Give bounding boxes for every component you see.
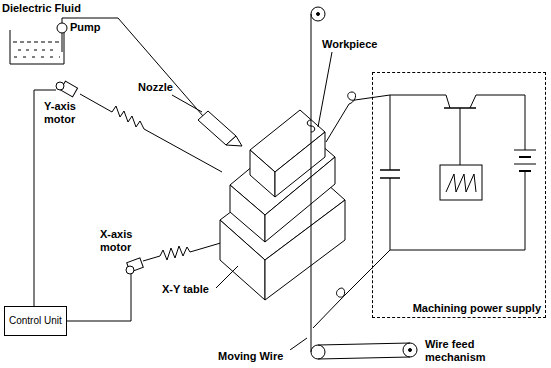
circuit-wire bbox=[390, 95, 391, 170]
leader-line bbox=[216, 266, 238, 288]
part-label: Nozzle bbox=[138, 81, 198, 94]
nozzle-tip bbox=[226, 136, 242, 146]
circuit-wire bbox=[390, 171, 525, 250]
nozzle-symbol bbox=[198, 111, 236, 145]
capacitor-symbol bbox=[380, 169, 400, 171]
circuit-wire bbox=[390, 178, 391, 250]
part-label: Dielectric Fluid bbox=[2, 2, 112, 15]
moving-wire bbox=[311, 14, 312, 352]
fluid-surface bbox=[13, 42, 61, 43]
fluid-tank bbox=[10, 30, 64, 64]
battery-symbol bbox=[514, 150, 536, 151]
part-label: Workpiece bbox=[322, 38, 402, 51]
pulley bbox=[403, 343, 417, 357]
workpiece-block bbox=[250, 150, 275, 197]
pulley bbox=[311, 7, 325, 21]
workpiece-lead bbox=[326, 92, 390, 142]
node-label: Control Unit bbox=[9, 315, 62, 327]
motor-symbol bbox=[126, 266, 134, 274]
suction-pipe bbox=[62, 33, 63, 52]
part-label: Y-axis motor bbox=[44, 100, 86, 126]
pump-symbol bbox=[57, 23, 67, 33]
fluid-pipe bbox=[62, 18, 203, 116]
pulley bbox=[311, 345, 325, 359]
battery-symbol bbox=[519, 156, 531, 158]
pulley bbox=[317, 13, 320, 16]
part-label: X-axis motor bbox=[100, 228, 142, 254]
part-label: X-Y table bbox=[162, 283, 222, 296]
leader-line bbox=[290, 338, 307, 350]
table-block bbox=[230, 185, 265, 242]
part-label: Moving Wire bbox=[218, 350, 294, 363]
part-label: Wire feed mechanism bbox=[425, 338, 507, 364]
circuit-wire bbox=[460, 108, 461, 165]
power-supply-region: Machining power supply bbox=[372, 72, 546, 318]
pulse-generator bbox=[440, 165, 482, 200]
battery-symbol bbox=[514, 164, 536, 165]
wire-hook bbox=[307, 120, 315, 132]
node-label: Machining power supply bbox=[413, 302, 541, 314]
spring-link bbox=[80, 94, 222, 172]
circuit-wire bbox=[390, 95, 525, 150]
feed-belt bbox=[318, 357, 410, 359]
feed-belt bbox=[318, 343, 410, 345]
sawtooth-symbol bbox=[446, 174, 476, 192]
leader-line bbox=[172, 95, 202, 112]
pulley bbox=[409, 349, 412, 352]
fluid-surface bbox=[14, 57, 60, 58]
part-label: Pump bbox=[70, 21, 110, 34]
spring-link bbox=[143, 242, 224, 261]
control-wire bbox=[67, 274, 131, 321]
wire-lead bbox=[313, 250, 390, 328]
leader-line bbox=[318, 52, 332, 127]
control-box: Control Unit bbox=[4, 306, 67, 336]
motor-symbol bbox=[56, 82, 64, 90]
workpiece-block bbox=[275, 132, 325, 197]
fluid-surface bbox=[18, 50, 56, 51]
